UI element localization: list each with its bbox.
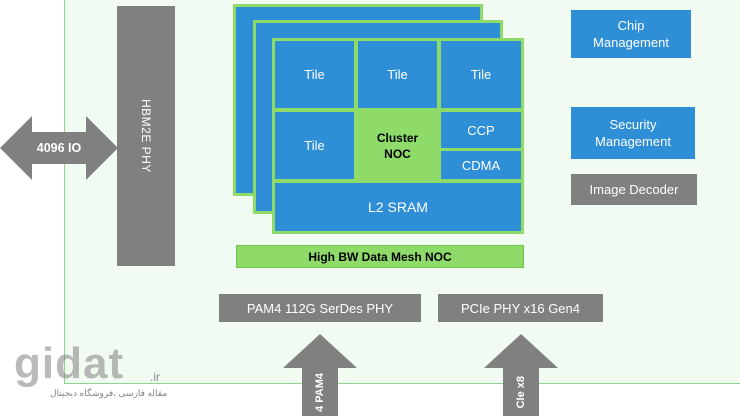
- cluster-label: Cluster: [376, 130, 419, 145]
- chip-management-line1: Chip: [617, 18, 645, 33]
- image-decoder-block: Image Decoder: [571, 174, 697, 205]
- pam4-arrow-label: 4 PAM4: [314, 372, 326, 412]
- tile-3: Tile: [441, 41, 521, 108]
- watermark-tagline: مقاله فارسی ،فروشگاه دیجیتال: [50, 388, 168, 398]
- chip-management-line2: Management: [593, 35, 669, 50]
- core-layer-front: Tile Tile Tile Tile Cluster NOC CCP CDMA…: [272, 38, 524, 234]
- serdes-phy-block: PAM4 112G SerDes PHY: [219, 294, 421, 322]
- pam4-up-arrow: [283, 334, 357, 416]
- mesh-noc-bar: High BW Data Mesh NOC: [236, 245, 524, 268]
- cdma-block: CDMA: [441, 151, 521, 179]
- security-management-line2: Management: [595, 134, 671, 149]
- pcie-arrow-label-wrap: CIe x8: [503, 368, 539, 416]
- io-double-arrow: [0, 116, 118, 180]
- pam4-arrow-label-wrap: 4 PAM4: [302, 368, 338, 416]
- watermark-suffix: .ir: [150, 370, 160, 384]
- watermark-logo: gidat .ir مقاله فارسی ،فروشگاه دیجیتال: [14, 340, 174, 404]
- hbm2e-phy-block: HBM2E PHY: [117, 6, 175, 266]
- io-label: 4096 IO: [36, 141, 82, 155]
- pcie-up-arrow: [484, 334, 558, 416]
- ccp-block: CCP: [441, 112, 521, 148]
- watermark-brand: gidat: [14, 339, 125, 388]
- chip-management-block: Chip Management: [571, 10, 691, 58]
- hbm2e-phy-label: HBM2E PHY: [139, 99, 153, 173]
- l2-sram-block: L2 SRAM: [275, 183, 521, 231]
- tile-2: Tile: [358, 41, 437, 108]
- noc-label: NOC: [384, 146, 411, 161]
- security-management-line1: Security: [609, 117, 657, 132]
- security-management-block: Security Management: [571, 107, 695, 159]
- pcie-arrow-label: CIe x8: [515, 375, 527, 409]
- tile-4: Tile: [275, 112, 354, 179]
- cluster-noc-block: Cluster NOC: [358, 112, 437, 179]
- tile-1: Tile: [275, 41, 354, 108]
- pcie-phy-block: PCIe PHY x16 Gen4: [438, 294, 603, 322]
